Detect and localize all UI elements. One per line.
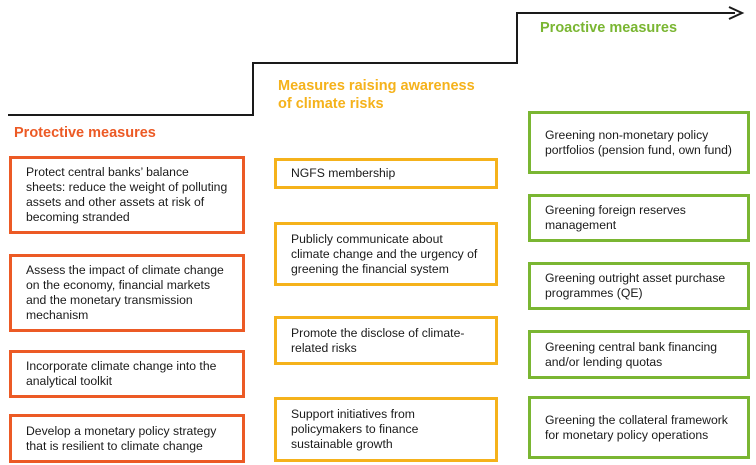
protective-item-1: Protect central banks’ balance sheets: r… [9, 156, 245, 234]
protective-item-2-text: Assess the impact of climate change on t… [26, 263, 224, 322]
awareness-item-3-text: Promote the disclose of climate-related … [291, 325, 465, 355]
awareness-item-2: Publicly communicate about climate chang… [274, 222, 498, 286]
awareness-item-4: Support initiatives from policymakers to… [274, 397, 498, 462]
proactive-item-5: Greening the collateral framework for mo… [528, 396, 750, 459]
protective-item-2: Assess the impact of climate change on t… [9, 254, 245, 332]
proactive-heading: Proactive measures [540, 20, 678, 36]
protective-item-3: Incorporate climate change into the anal… [9, 350, 245, 398]
awareness-heading: Measures raising awareness of climate ri… [278, 78, 475, 112]
protective-item-1-text: Protect central banks’ balance sheets: r… [26, 165, 228, 224]
awareness-item-2-text: Publicly communicate about climate chang… [291, 231, 478, 276]
awareness-item-1-text: NGFS membership [291, 166, 396, 180]
proactive-item-3-text: Greening outright asset purchase program… [545, 271, 726, 300]
proactive-item-2-text: Greening foreign reserves management [545, 203, 686, 232]
staircase-line [8, 12, 735, 116]
proactive-item-1: Greening non-monetary policy portfolios … [528, 111, 750, 174]
protective-heading: Protective measures [14, 125, 156, 141]
proactive-item-2: Greening foreign reserves management [528, 194, 750, 242]
proactive-item-1-text: Greening non-monetary policy portfolios … [545, 127, 732, 157]
awareness-item-1: NGFS membership [274, 158, 498, 189]
proactive-item-4: Greening central bank financing and/or l… [528, 330, 750, 379]
arrow-head [728, 6, 745, 20]
awareness-item-3: Promote the disclose of climate-related … [274, 316, 498, 365]
awareness-item-4-text: Support initiatives from policymakers to… [291, 407, 419, 451]
proactive-item-4-text: Greening central bank financing and/or l… [545, 339, 718, 369]
protective-item-4: Develop a monetary policy strategy that … [9, 414, 245, 463]
proactive-item-3: Greening outright asset purchase program… [528, 262, 750, 310]
protective-item-3-text: Incorporate climate change into the anal… [26, 359, 217, 388]
proactive-item-5-text: Greening the collateral framework for mo… [545, 412, 728, 442]
protective-item-4-text: Develop a monetary policy strategy that … [26, 423, 217, 453]
